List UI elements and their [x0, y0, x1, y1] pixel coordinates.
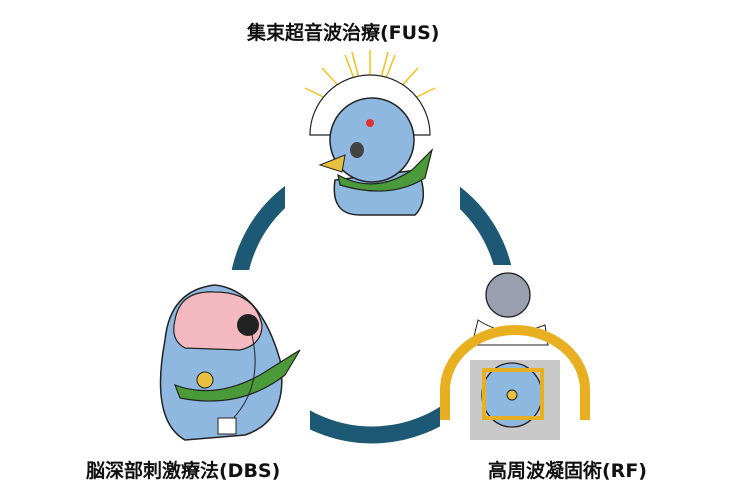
rf-character [440, 265, 590, 445]
lead-wire [231, 334, 256, 421]
scarf [337, 148, 434, 192]
bird-head [329, 97, 415, 183]
eye [350, 142, 364, 158]
electrode-cap [237, 314, 259, 336]
beak [506, 389, 518, 401]
scarf [173, 349, 301, 402]
dbs-character [150, 270, 310, 441]
head-frame [482, 368, 544, 420]
beak [196, 371, 214, 389]
stereotactic-frame [440, 325, 590, 420]
beak [318, 154, 346, 173]
doctor-head [485, 272, 531, 318]
dbs-label: 脳深部刺激療法(DBS) [86, 460, 281, 482]
rf-label: 高周波凝固術(RF) [488, 460, 647, 482]
brain [173, 291, 263, 351]
fus-character [285, 50, 460, 225]
stimulator-device [217, 417, 237, 435]
fus-label: 集束超音波治療(FUS) [247, 22, 440, 44]
target-dot [366, 119, 374, 127]
